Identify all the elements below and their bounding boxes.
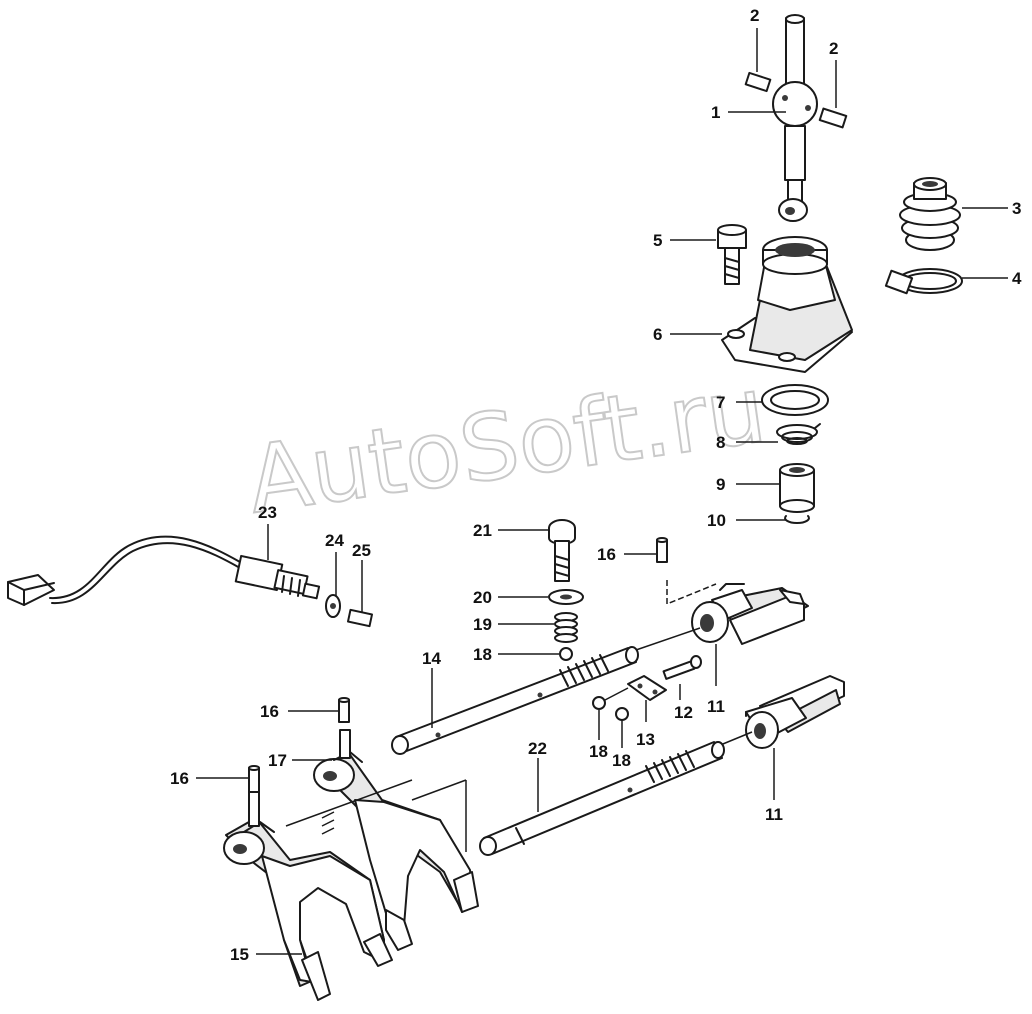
- part-bush: [779, 463, 815, 513]
- part-hose-clamp: [884, 268, 963, 295]
- part-pin-16-middle: [338, 697, 350, 723]
- callout-13: 13: [636, 730, 655, 749]
- callout-19: 19: [473, 615, 492, 634]
- part-fork-15: [223, 779, 393, 1001]
- callout-22: 22: [528, 739, 547, 758]
- part-spring-top: [776, 423, 821, 445]
- callout-16: 16: [260, 702, 279, 721]
- part-shift-finger-upper: [691, 583, 809, 645]
- callout-4: 4: [1012, 269, 1022, 288]
- callout-2: 2: [750, 6, 759, 25]
- callout-2: 2: [829, 39, 838, 58]
- part-sensor-cable: [7, 535, 321, 606]
- part-shift-rod-22: [479, 741, 725, 856]
- callout-15: 15: [230, 945, 249, 964]
- part-bolt-21: [548, 519, 576, 582]
- part-plug-25: [346, 608, 374, 628]
- part-fork-17: [313, 729, 479, 951]
- watermark: AutoSoft.ru: [241, 356, 771, 534]
- part-gasket-ring: [761, 384, 829, 416]
- part-circlip: [784, 515, 810, 524]
- callout-16: 16: [597, 545, 616, 564]
- callout-5: 5: [653, 231, 662, 250]
- callout-18: 18: [612, 751, 631, 770]
- part-spring-19: [554, 612, 578, 643]
- part-pin-16-lower: [248, 765, 260, 793]
- part-bolt: [717, 224, 747, 285]
- callout-20: 20: [473, 588, 492, 607]
- part-bolt-12: [662, 655, 702, 680]
- callout-21: 21: [473, 521, 492, 540]
- callout-23: 23: [258, 503, 277, 522]
- callout-6: 6: [653, 325, 662, 344]
- callout-7: 7: [716, 393, 725, 412]
- part-housing: [721, 236, 853, 373]
- part-gear-lever: [772, 14, 818, 222]
- callout-16: 16: [170, 769, 189, 788]
- part-pin-16-upper: [656, 537, 668, 563]
- part-ball-18-right: [615, 707, 629, 721]
- callout-numbers: 2 2 1 3 4 5 6 7 8 9 10 23 24 25 21 16 20…: [170, 6, 1022, 964]
- callout-12: 12: [674, 703, 693, 722]
- part-ball-18-top: [559, 647, 573, 661]
- callout-10: 10: [707, 511, 726, 530]
- callout-8: 8: [716, 433, 725, 452]
- callout-11: 11: [765, 805, 783, 824]
- callout-25: 25: [352, 541, 371, 560]
- leader-lines: [196, 28, 1008, 955]
- part-shift-finger-lower: [745, 675, 845, 749]
- callout-24: 24: [325, 531, 344, 550]
- callout-14: 14: [422, 649, 441, 668]
- callout-1: 1: [711, 103, 720, 122]
- part-shift-rod-14: [391, 646, 639, 755]
- part-ball-18-left: [592, 696, 606, 710]
- callout-17: 17: [268, 751, 287, 770]
- callout-11: 11: [707, 697, 725, 716]
- part-pin-left: [744, 71, 772, 93]
- part-washer-24: [325, 594, 341, 618]
- part-plate-13: [627, 675, 667, 701]
- callout-18: 18: [473, 645, 492, 664]
- callout-3: 3: [1012, 199, 1021, 218]
- callout-9: 9: [716, 475, 725, 494]
- part-rubber-boot: [899, 177, 961, 251]
- callout-18: 18: [589, 742, 608, 761]
- part-washer-20: [548, 589, 584, 605]
- part-pin-right: [818, 107, 848, 129]
